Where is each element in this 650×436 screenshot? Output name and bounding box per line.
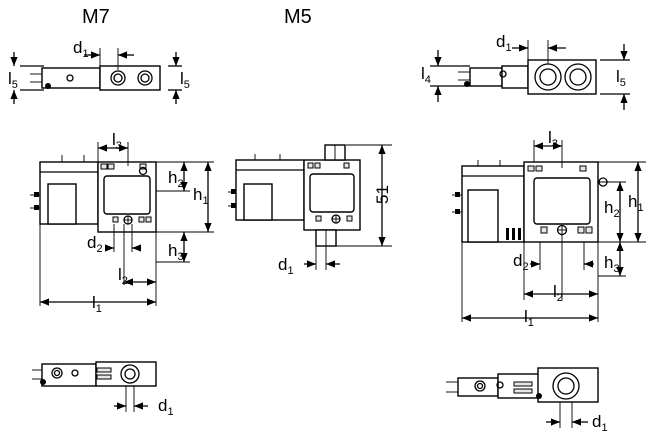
- label-l2-right: l2: [553, 282, 563, 304]
- heading-m7: M7: [82, 6, 110, 28]
- label-h3-right: h3: [604, 253, 620, 275]
- label-l5-right-m7: l5: [180, 69, 190, 91]
- label-d1-bottom-m7: d1: [158, 396, 174, 418]
- label-l1-m7: l1: [92, 293, 102, 315]
- label-l4-right: l4: [421, 64, 431, 86]
- label-l5-left-m7: l5: [8, 69, 18, 91]
- label-d1-top-right: d1: [496, 32, 512, 54]
- label-l1-right: l1: [524, 307, 534, 329]
- label-l3-m7: l3: [112, 130, 122, 152]
- label-h1-right: h1: [628, 192, 644, 214]
- label-l3-right: l3: [548, 128, 558, 150]
- label-51-m5: 51: [373, 185, 392, 204]
- right-bottom-view: [446, 367, 599, 428]
- label-l2-m7: l2: [118, 265, 128, 287]
- right-front-view: [452, 140, 646, 322]
- m7-bottom-view: [32, 361, 157, 412]
- label-h3-m7: h3: [168, 241, 184, 263]
- label-l5-right: l5: [616, 67, 626, 89]
- m5-front-view: [228, 144, 392, 270]
- label-d1-top-m7: d1: [73, 38, 89, 60]
- heading-m5: M5: [284, 6, 312, 28]
- label-d2-right: d2: [513, 251, 529, 273]
- m7-front-view: [30, 142, 214, 306]
- m7-top-view: [10, 48, 182, 104]
- right-top-view: [430, 40, 630, 110]
- label-h2-m7: h2: [168, 168, 184, 190]
- label-d1-bottom-right: d1: [592, 412, 608, 434]
- label-h2-right: h2: [604, 198, 620, 220]
- label-h1-m7: h1: [193, 185, 209, 207]
- label-d2-m7: d2: [87, 233, 103, 255]
- label-d1-m5: d1: [278, 255, 294, 277]
